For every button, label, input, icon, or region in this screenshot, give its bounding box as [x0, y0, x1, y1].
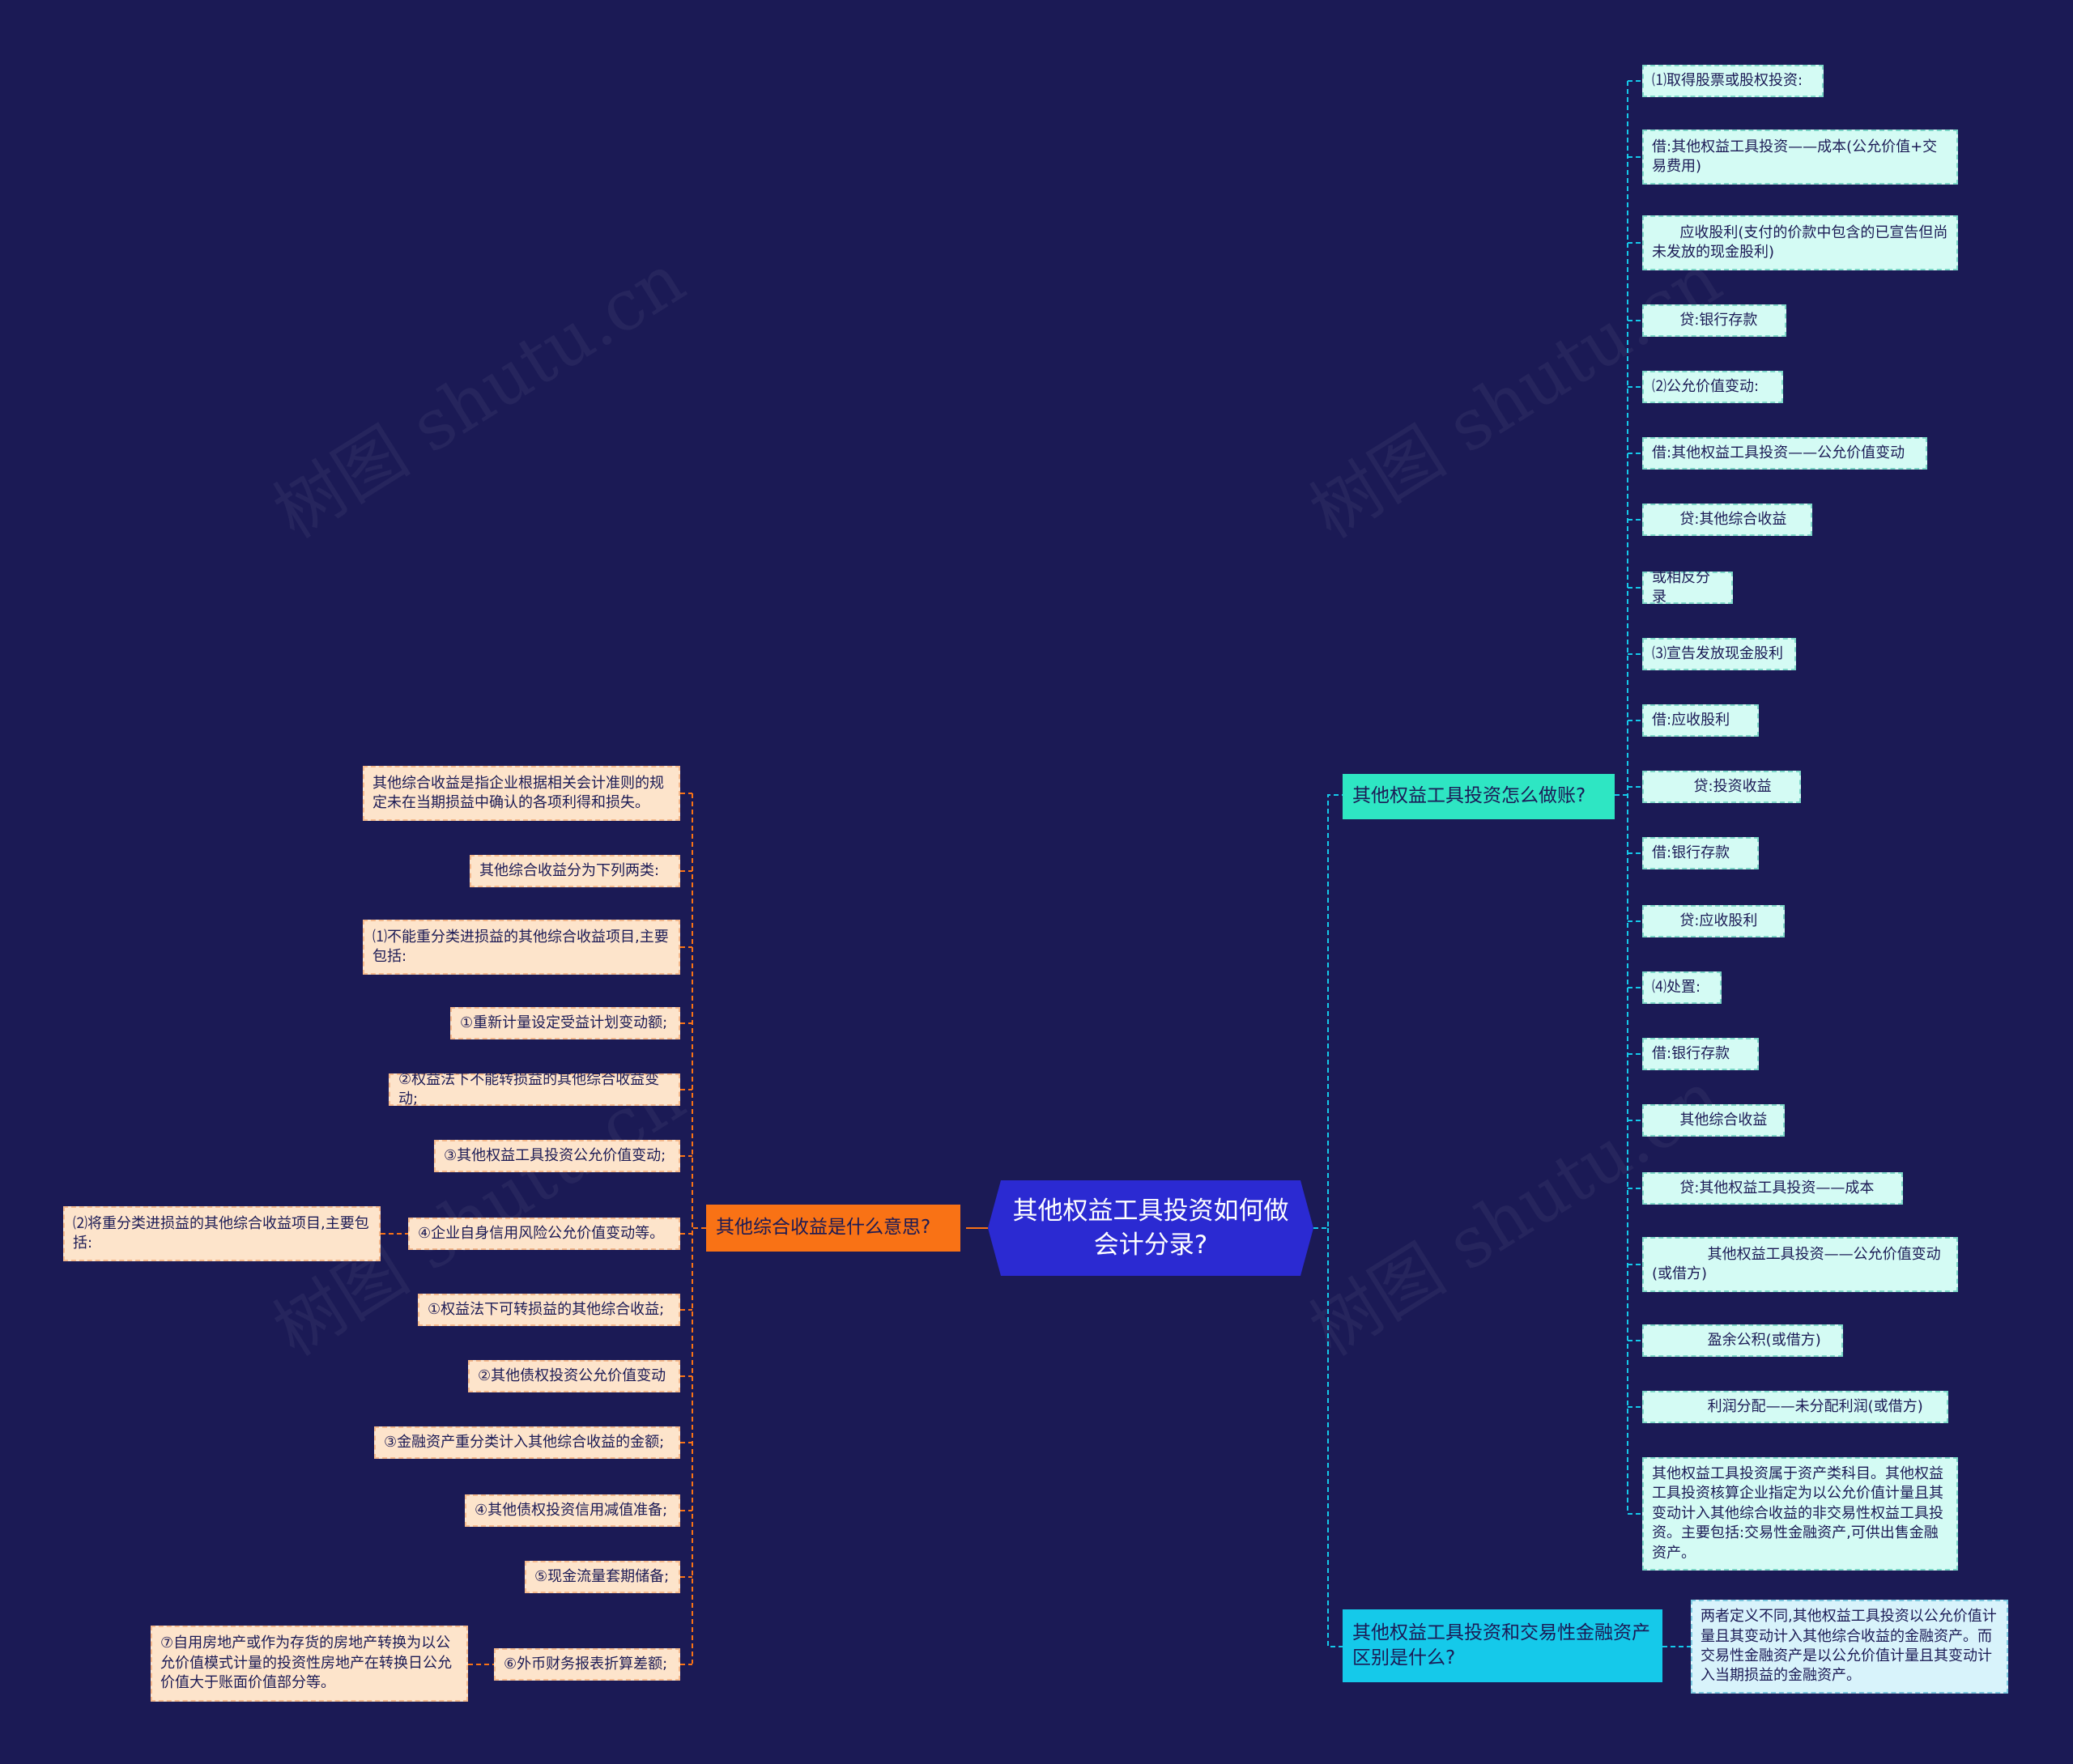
branch-how-to-account[interactable]: 其他权益工具投资怎么做账?	[1343, 774, 1615, 819]
leaf-equity-method-can[interactable]: ①权益法下可转损益的其他综合收益;	[418, 1294, 680, 1326]
leaf-retained-earnings[interactable]: 利润分配——未分配利润(或借方)	[1642, 1391, 1948, 1423]
leaf-disposal[interactable]: ⑷处置:	[1642, 971, 1722, 1004]
leaf-credit-risk[interactable]: ④企业自身信用风险公允价值变动等。	[408, 1218, 680, 1250]
connector-left-ticks	[381, 793, 692, 1665]
leaf-oci[interactable]: 其他综合收益	[1642, 1104, 1785, 1137]
leaf-debit-dividend[interactable]: 借:应收股利	[1642, 704, 1759, 737]
leaf-debit-bank[interactable]: 借:银行存款	[1642, 837, 1759, 869]
connector-right-spine	[1615, 81, 1628, 1512]
leaf-reclass-amount[interactable]: ③金融资产重分类计入其他综合收益的金额;	[374, 1426, 680, 1459]
leaf-declare-dividend[interactable]: ⑶宣告发放现金股利	[1642, 638, 1796, 670]
leaf-property-conversion[interactable]: ⑦自用房地产或作为存货的房地产转换为以公允价值模式计量的投资性房地产在转换日公允…	[151, 1626, 468, 1702]
leaf-acquire[interactable]: ⑴取得股票或股权投资:	[1642, 65, 1824, 97]
leaf-credit-oci[interactable]: 贷:其他综合收益	[1642, 504, 1812, 536]
branch-difference[interactable]: 其他权益工具投资和交易性金融资产区别是什么?	[1343, 1609, 1662, 1682]
connector-left-spine	[692, 793, 706, 1664]
connector-root-right	[1313, 794, 1343, 1647]
leaf-asset-definition[interactable]: 其他权益工具投资属于资产类科目。其他权益工具投资核算企业指定为以公允价值计量且其…	[1642, 1457, 1958, 1571]
leaf-difference-definition[interactable]: 两者定义不同,其他权益工具投资以公允价值计量且其变动计入其他综合收益的金融资产。…	[1691, 1600, 2008, 1694]
leaf-dividend-receivable[interactable]: 应收股利(支付的价款中包含的已宣告但尚未发放的现金股利)	[1642, 215, 1958, 270]
leaf-non-reclass[interactable]: ⑴不能重分类进损益的其他综合收益项目,主要包括:	[363, 920, 680, 975]
leaf-credit-investment-income[interactable]: 贷:投资收益	[1642, 771, 1801, 803]
leaf-two-types[interactable]: 其他综合收益分为下列两类:	[470, 855, 680, 887]
root-topic[interactable]: 其他权益工具投资如何做会计分录?	[988, 1180, 1313, 1276]
leaf-fv-change-debit-or[interactable]: 其他权益工具投资——公允价值变动(或借方)	[1642, 1237, 1958, 1292]
leaf-surplus-reserve[interactable]: 盈余公积(或借方)	[1642, 1324, 1843, 1357]
leaf-reclass[interactable]: ⑵将重分类进损益的其他综合收益项目,主要包括:	[63, 1206, 381, 1261]
leaf-remeasure[interactable]: ①重新计量设定受益计划变动额;	[450, 1007, 680, 1039]
leaf-fv-change[interactable]: ③其他权益工具投资公允价值变动;	[434, 1140, 680, 1172]
leaf-cash-flow-hedge[interactable]: ⑤现金流量套期储备;	[525, 1561, 680, 1593]
leaf-debit-cost[interactable]: 借:其他权益工具投资——成本(公允价值+交易费用)	[1642, 130, 1958, 185]
leaf-equity-method-non[interactable]: ②权益法下不能转损益的其他综合收益变动;	[389, 1071, 680, 1107]
connector-right-ticks	[1628, 80, 1642, 1515]
leaf-credit-impairment[interactable]: ④其他债权投资信用减值准备;	[465, 1494, 680, 1527]
leaf-fv-change-title[interactable]: ⑵公允价值变动:	[1642, 371, 1783, 403]
leaf-debit-fv-change[interactable]: 借:其他权益工具投资——公允价值变动	[1642, 437, 1927, 470]
leaf-debt-fv[interactable]: ②其他债权投资公允价值变动	[468, 1360, 680, 1392]
leaf-credit-cost[interactable]: 贷:其他权益工具投资——成本	[1642, 1172, 1903, 1205]
leaf-fx-translation[interactable]: ⑥外币财务报表折算差额;	[494, 1648, 680, 1681]
leaf-credit-dividend[interactable]: 贷:应收股利	[1642, 905, 1785, 937]
leaf-other-income-definition[interactable]: 其他综合收益是指企业根据相关会计准则的规定未在当期损益中确认的各项利得和损失。	[363, 766, 680, 821]
branch-other-income[interactable]: 其他综合收益是什么意思?	[706, 1205, 960, 1252]
leaf-credit-bank[interactable]: 贷:银行存款	[1642, 304, 1786, 337]
leaf-debit-bank-2[interactable]: 借:银行存款	[1642, 1038, 1759, 1070]
leaf-reverse[interactable]: 或相反分录	[1642, 569, 1733, 606]
